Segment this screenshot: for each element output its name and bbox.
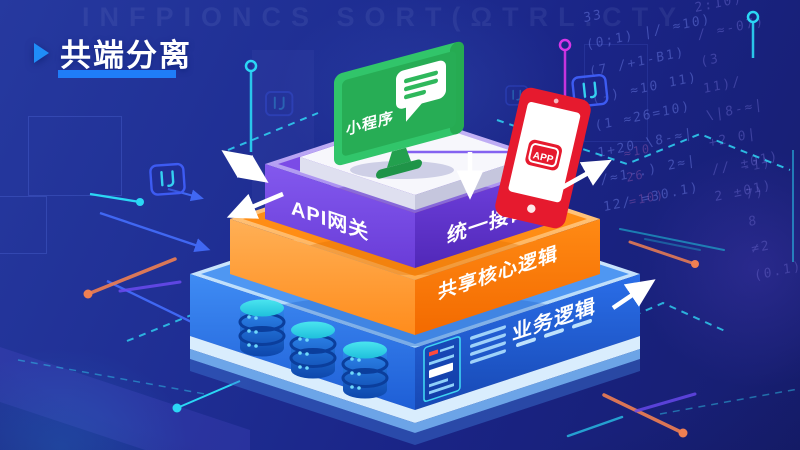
dot-line xyxy=(89,192,144,206)
code-bracket-icon xyxy=(265,91,294,117)
ghost-rect xyxy=(28,116,122,196)
monitor-device: 小程序 xyxy=(334,41,464,179)
comet-rays xyxy=(83,228,725,438)
ghost-rect xyxy=(0,196,47,254)
database-icon xyxy=(289,320,337,380)
flow-arrows xyxy=(221,150,656,310)
database-icon xyxy=(238,298,286,358)
page-title-block: 共端分离 xyxy=(34,30,192,75)
database-icon xyxy=(341,340,389,400)
camera-dot-icon xyxy=(553,98,559,104)
server-panel xyxy=(423,318,592,403)
pin-icon xyxy=(172,380,241,413)
background-watermark-text: INFPIONCS SORT(ΩTRL.CTY xyxy=(82,2,687,32)
phone-device: APP xyxy=(495,87,591,229)
page-title: 共端分离 xyxy=(60,38,192,73)
pin-icon xyxy=(746,10,760,58)
title-arrow-icon xyxy=(34,42,49,63)
pin-icon xyxy=(244,59,258,152)
app-label: APP xyxy=(532,150,555,165)
title-underline xyxy=(58,70,176,78)
app-badge: APP xyxy=(525,139,562,171)
home-button-icon xyxy=(527,204,536,213)
code-bracket-icon xyxy=(148,162,187,197)
